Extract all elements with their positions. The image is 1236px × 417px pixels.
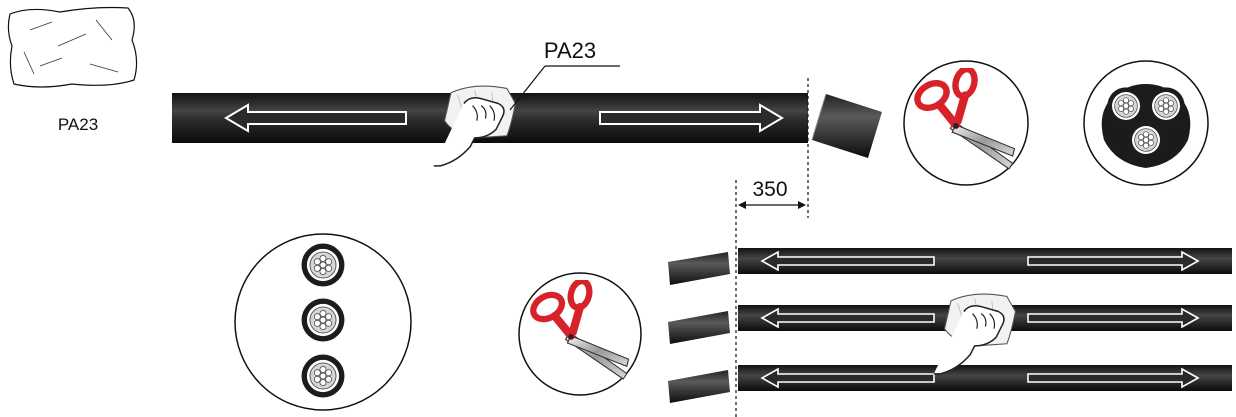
cut-cable-end bbox=[811, 93, 882, 158]
core-cable-3 bbox=[738, 365, 1232, 391]
arrow-left-icon bbox=[224, 103, 407, 133]
scissors-callout bbox=[903, 60, 1029, 186]
dimension-350: 350 bbox=[735, 178, 806, 417]
scissors-callout-lower bbox=[518, 272, 642, 396]
dimension-label: 350 bbox=[752, 178, 787, 201]
core-cable-1 bbox=[738, 248, 1232, 274]
arrow-right-icon bbox=[599, 103, 784, 133]
cable-cross-section-icon bbox=[1083, 60, 1209, 186]
wipe-callout-label: PA23 bbox=[544, 38, 596, 63]
wipe-package-icon bbox=[7, 6, 138, 88]
wipe-package-label: PA23 bbox=[58, 115, 98, 134]
cut-core-ends bbox=[668, 252, 730, 403]
single-cores-section-icon bbox=[234, 233, 412, 411]
